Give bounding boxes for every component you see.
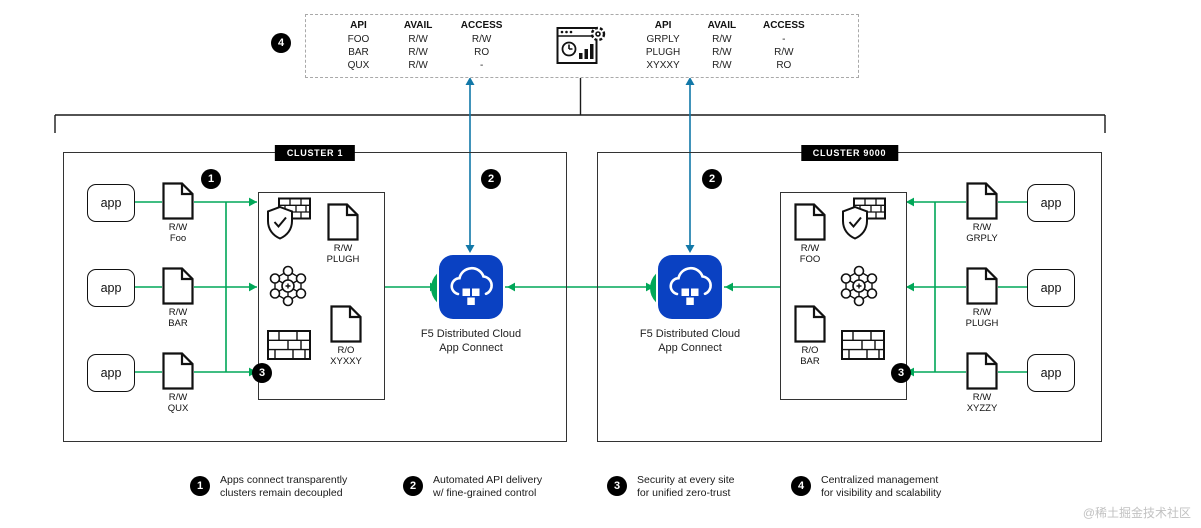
document-icon	[162, 352, 194, 390]
step-badge-2: 2	[481, 169, 501, 189]
api-cell: R/W	[712, 46, 732, 58]
management-dashboard-icon	[556, 24, 606, 68]
firewall-icon	[841, 330, 885, 360]
api-cell: -	[479, 59, 484, 71]
document-icon	[966, 352, 998, 390]
api-row: BAR R/W RO	[328, 46, 516, 59]
shield-check-icon	[841, 197, 887, 241]
step-badge-3: 3	[252, 363, 272, 383]
api-cell: R/W	[408, 46, 428, 58]
legend-badge-1: 1	[190, 476, 210, 496]
legend-badge-2: 2	[403, 476, 423, 496]
bracket-lines	[54, 76, 1106, 133]
api-cell: -	[782, 33, 786, 45]
api-table-header-row: API AVAIL ACCESS	[633, 19, 817, 33]
step-badge-3: 3	[891, 363, 911, 383]
api-cell: QUX	[347, 59, 370, 71]
api-cell: R/W	[712, 33, 732, 45]
app-box: app	[87, 269, 135, 307]
document-icon	[162, 267, 194, 305]
api-cell: PLUGH	[645, 46, 681, 58]
app-box: app	[87, 184, 135, 222]
document-icon	[330, 305, 362, 343]
col-header-api: API	[350, 20, 367, 31]
document-icon	[162, 182, 194, 220]
app-box: app	[1027, 269, 1075, 307]
api-cell: R/W	[408, 59, 428, 71]
watermark: @稀土掘金技术社区	[1082, 506, 1191, 520]
api-row: GRPLY R/W -	[633, 33, 817, 46]
api-cell: R/W	[774, 46, 794, 58]
api-row: FOO R/W R/W	[328, 33, 516, 46]
step-badge-2: 2	[702, 169, 722, 189]
api-row: XYXXY R/W RO	[633, 59, 817, 72]
cluster-1-label: CLUSTER 1	[274, 145, 356, 161]
api-cell: R/W	[408, 33, 428, 45]
document-icon	[794, 305, 826, 343]
f5-cloud-icon	[658, 255, 722, 319]
f5-app-connect-icon	[431, 255, 503, 319]
app-box: app	[1027, 354, 1075, 392]
col-header-avail: AVAIL	[707, 20, 737, 31]
api-cell: R/W	[471, 33, 492, 45]
shield-check-icon	[266, 197, 312, 241]
api-table-right: API AVAIL ACCESS GRPLY R/W - PLUGH R/W R…	[633, 19, 817, 72]
api-cell: GRPLY	[646, 33, 680, 45]
cluster-9000-label: CLUSTER 9000	[800, 145, 899, 161]
col-header-api: API	[654, 20, 672, 31]
api-cell: BAR	[348, 46, 369, 58]
step-badge-4: 4	[271, 33, 291, 53]
document-icon	[966, 267, 998, 305]
api-row: PLUGH R/W R/W	[633, 46, 817, 59]
col-header-access: ACCESS	[762, 20, 805, 31]
legend-badge-4: 4	[791, 476, 811, 496]
api-table-header-row: API AVAIL ACCESS	[328, 19, 516, 33]
document-icon	[794, 203, 826, 241]
step-badge-1: 1	[201, 169, 221, 189]
app-box: app	[1027, 184, 1075, 222]
service-mesh-icon	[836, 263, 882, 309]
col-header-access: ACCESS	[460, 20, 503, 31]
firewall-icon	[267, 330, 311, 360]
app-box: app	[87, 354, 135, 392]
col-header-avail: AVAIL	[403, 20, 433, 31]
document-icon	[327, 203, 359, 241]
f5-app-connect-icon	[650, 255, 722, 319]
api-cell: FOO	[347, 33, 370, 45]
service-mesh-icon	[265, 263, 311, 309]
api-table-left: API AVAIL ACCESS FOO R/W R/W BAR R/W RO …	[328, 19, 516, 72]
api-cell: RO	[776, 59, 792, 71]
api-row: QUX R/W -	[328, 59, 516, 72]
legend-badge-3: 3	[607, 476, 627, 496]
api-cell: XYXXY	[646, 59, 680, 71]
api-cell: R/W	[712, 59, 732, 71]
f5-cloud-icon	[439, 255, 503, 319]
document-icon	[966, 182, 998, 220]
api-cell: RO	[474, 46, 490, 58]
